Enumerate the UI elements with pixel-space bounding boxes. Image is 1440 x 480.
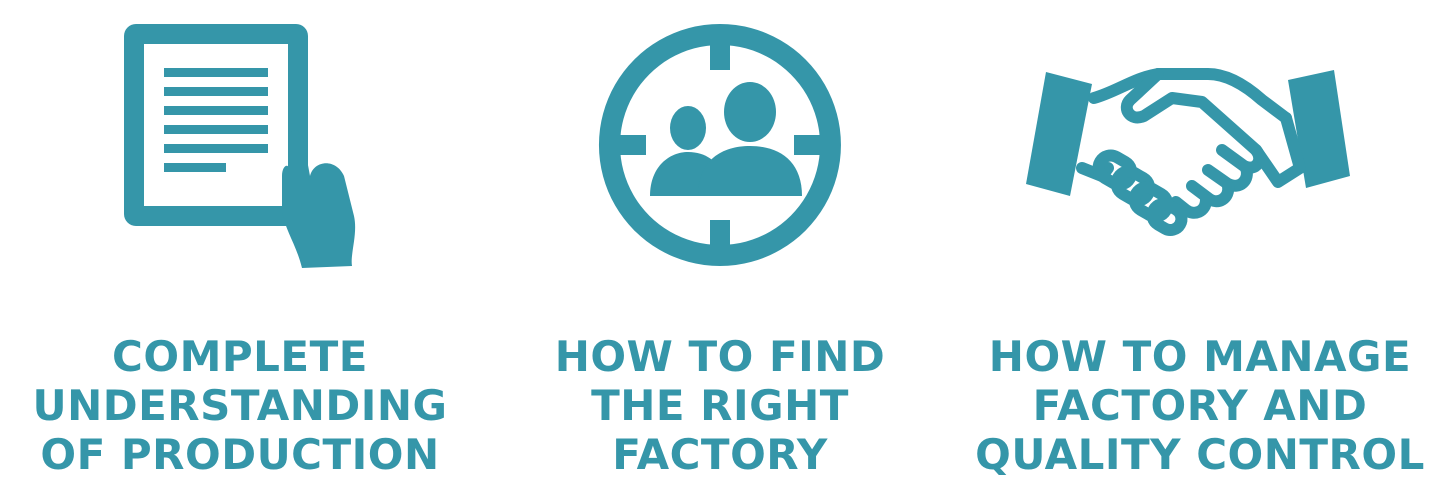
feature-card-quality: HOW TO MANAGE FACTORY AND QUALITY CONTRO… (960, 0, 1440, 480)
feature-title-line: HOW TO MANAGE (988, 332, 1412, 381)
feature-title-line: COMPLETE (112, 332, 368, 381)
feature-title-factory: HOW TO FIND THE RIGHT FACTORY (480, 332, 960, 479)
feature-title-production: COMPLETE UNDERSTANDING OF PRODUCTION (0, 332, 480, 479)
feature-card-production: COMPLETE UNDERSTANDING OF PRODUCTION (0, 0, 480, 480)
feature-card-factory: HOW TO FIND THE RIGHT FACTORY (480, 0, 960, 480)
target-people-icon (598, 24, 841, 266)
feature-title-line: OF PRODUCTION (40, 430, 440, 479)
feature-title-line: UNDERSTANDING (32, 381, 448, 430)
feature-title-line: THE RIGHT (591, 381, 849, 430)
feature-title-line: FACTORY AND (1032, 381, 1368, 430)
feature-title-line: QUALITY CONTROL (975, 430, 1425, 479)
feature-title-quality: HOW TO MANAGE FACTORY AND QUALITY CONTRO… (960, 332, 1440, 479)
feature-title-line: HOW TO FIND (554, 332, 886, 381)
tablet-document-in-hand-icon (124, 24, 356, 268)
feature-title-line: FACTORY (612, 430, 828, 479)
handshake-icon (1026, 68, 1350, 236)
